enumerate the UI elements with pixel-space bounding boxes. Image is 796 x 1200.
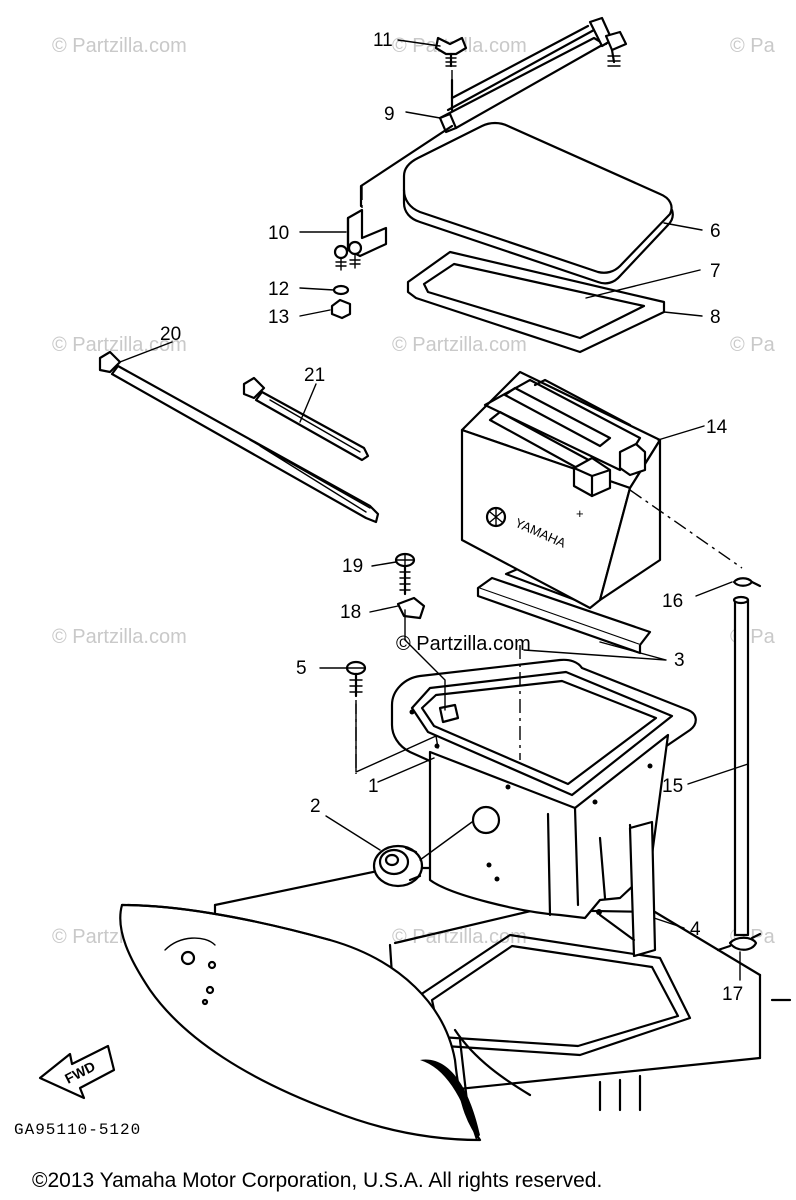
cable-tie-short (242, 376, 370, 462)
callout-21: 21 (304, 365, 325, 386)
callout-4: 4 (690, 919, 701, 940)
watermark: © Partzilla.com (52, 35, 187, 57)
callout-15: 15 (662, 776, 683, 797)
watermark: © Partzilla.com (52, 334, 187, 356)
callout-18: 18 (340, 602, 361, 623)
hull-outline (119, 866, 792, 1142)
bracket-assembly (330, 124, 454, 320)
watermark-layer: © Partzilla.com © Partzilla.com © Pa © P… (52, 35, 776, 948)
battery: YAMAHA + (460, 370, 662, 610)
tapping-screw (345, 660, 439, 773)
watermark: © Partzilla.com (392, 926, 527, 948)
callout-11: 11 (373, 30, 393, 51)
fwd-arrow-icon: FWD (38, 1044, 116, 1100)
box-strap (598, 820, 657, 958)
callout-17: 17 (722, 984, 743, 1005)
callout-3: 3 (674, 650, 685, 671)
watermark-partial: © Pa (730, 35, 776, 57)
battery-box (390, 658, 697, 920)
hold-down-strap (438, 16, 628, 134)
callout-9: 9 (384, 104, 395, 125)
cable-tie-long (98, 350, 380, 524)
callout-14: 14 (706, 417, 728, 438)
callout-19: 19 (342, 556, 363, 577)
callout-labels: 11 9 10 12 13 20 21 6 7 8 14 19 18 16 3 … (160, 30, 743, 1005)
screw-and-clamp (394, 552, 446, 711)
callout-13: 13 (268, 307, 289, 328)
callout-10: 10 (268, 223, 289, 244)
battery-cover (402, 121, 674, 285)
grommet (372, 821, 473, 888)
diagram-code: GA95110-5120 (14, 1121, 141, 1139)
callout-5: 5 (296, 658, 307, 679)
cover-gasket (406, 250, 666, 354)
callout-1: 1 (368, 776, 379, 797)
watermark-partial: © Pa (730, 334, 776, 356)
callout-2: 2 (310, 796, 321, 817)
assembly-lines (355, 70, 743, 774)
callout-20: 20 (160, 324, 181, 345)
watermark: © Partzilla.com (392, 334, 527, 356)
leader-lines (119, 39, 749, 981)
vent-hose (716, 577, 762, 952)
callout-6: 6 (710, 221, 721, 242)
callout-8: 8 (710, 307, 721, 328)
callout-16: 16 (662, 591, 683, 612)
wing-nut (434, 36, 468, 68)
copyright-notice: ©2013 Yamaha Motor Corporation, U.S.A. A… (32, 1169, 602, 1192)
battery-plus-sign: + (576, 506, 584, 521)
watermark-center: © Partzilla.com (396, 633, 531, 655)
callout-7: 7 (710, 261, 721, 282)
watermark: © Partzilla.com (52, 626, 187, 648)
callout-12: 12 (268, 279, 289, 300)
